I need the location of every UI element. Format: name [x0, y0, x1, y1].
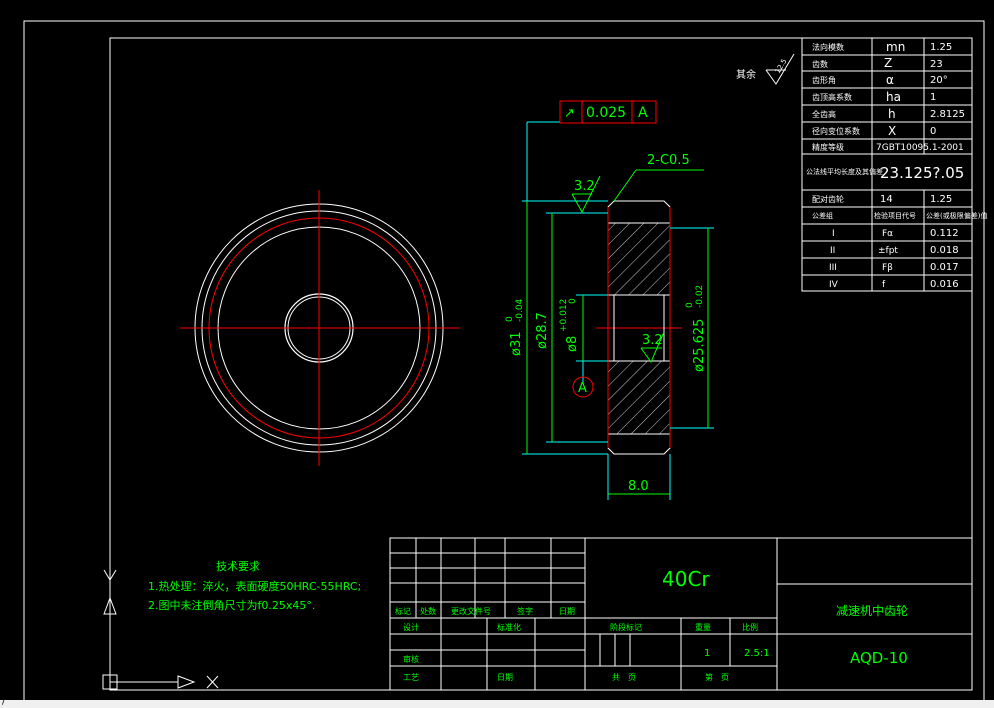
tb-total: 共 页 [612, 673, 636, 682]
tb-weight-value: 1 [704, 648, 710, 659]
param-symbol-5: X [888, 124, 896, 138]
material: 40Cr [662, 567, 710, 591]
check-header-group: 公差组 [812, 211, 833, 220]
check-item-2: Fβ [882, 263, 893, 273]
remaining-roughness: 其余 12.5 [736, 53, 795, 85]
tb-scale-value: 2.5:1 [744, 648, 770, 659]
tech-requirements: 技术要求 1.热处理：淬火，表面硬度50HRC-55HRC; 2.图中未注倒角尺… [148, 560, 361, 612]
dim-outer-tol-lower: -0.04 [515, 298, 525, 322]
tb-signature: 签字 [517, 606, 533, 616]
param-symbol-8: 14 [880, 194, 893, 205]
tb-scale: 比例 [742, 622, 758, 632]
param-name-2: 齿形角 [812, 75, 836, 85]
check-group-1: II [830, 246, 835, 256]
tb-date2: 日期 [497, 673, 513, 682]
tb-weight: 重量 [695, 622, 711, 632]
dimension-lines [522, 121, 714, 500]
param-symbol-4: h [888, 107, 896, 121]
param-name-3: 齿顶高系数 [812, 92, 852, 102]
param-name-0: 法向模数 [812, 42, 844, 52]
check-item-3: f [882, 280, 886, 290]
dim-pitch-tol-upper: 0 [685, 302, 695, 308]
dim-outer: ø31 [509, 332, 524, 357]
front-view [180, 190, 460, 466]
chamfer-label: 2-C0.5 [647, 153, 690, 168]
dim-bore: ø8 [565, 336, 580, 352]
check-value-0: 0.112 [930, 228, 959, 239]
svg-text:其余: 其余 [736, 68, 756, 81]
tb-count: 处数 [420, 606, 436, 616]
svg-text:↗: ↗ [564, 106, 575, 121]
param-symbol-0: mn [886, 40, 905, 54]
status-bar: / [0, 697, 994, 708]
param-value-1: 23 [930, 59, 943, 70]
parameter-table [801, 37, 973, 292]
check-group-0: I [832, 229, 835, 239]
svg-text:A: A [638, 105, 648, 121]
param-value-2: 20° [930, 75, 948, 86]
roughness-top: 3.2 [571, 175, 601, 214]
tb-sheet: 第 页 [705, 672, 729, 682]
datum-marker: A [572, 376, 594, 398]
param-symbol-2: α [886, 73, 894, 87]
param-name-7: 公法线平均长度及其偏差 [806, 167, 883, 176]
section-view [596, 200, 682, 455]
svg-text:3.2: 3.2 [642, 333, 663, 348]
param-value-8: 1.25 [930, 194, 952, 205]
dimension-values [526, 201, 709, 495]
dim-bore-tol-lower: 0 [568, 298, 578, 304]
svg-text:3.2: 3.2 [574, 179, 595, 194]
param-value-4: 2.8125 [930, 109, 965, 120]
dim-pitch: ø25.625 [692, 319, 707, 372]
check-item-0: Fα [882, 229, 893, 239]
check-value-2: 0.017 [930, 262, 959, 273]
geometric-tolerance-frame: ↗ 0.025 A [559, 100, 657, 124]
tb-date: 日期 [559, 607, 575, 616]
tb-mark: 标记 [395, 606, 411, 616]
param-value-6: 7GBT10095.1-2001 [876, 143, 964, 153]
tb-process: 工艺 [403, 673, 419, 682]
roughness-bore: 3.2 [640, 331, 665, 364]
ucs-icon [102, 569, 219, 690]
param-name-8: 配对齿轮 [812, 194, 844, 204]
status-text: / [2, 697, 6, 707]
svg-text:0.025: 0.025 [586, 105, 626, 121]
dim-root: ø28.7 [535, 312, 550, 349]
param-name-4: 全齿高 [812, 109, 836, 119]
param-name-5: 径向变位系数 [812, 126, 860, 136]
check-header-value: 公差(或极限偏差)值 [926, 211, 987, 220]
dim-outer-tol-upper: 0 [505, 316, 515, 322]
param-value-7: 23.125?.05 [880, 164, 964, 182]
tech-title: 技术要求 [216, 560, 260, 573]
drawing-number: AQD-10 [850, 649, 908, 667]
dim-width: 8.0 [628, 479, 649, 494]
tb-standardize: 标准化 [497, 622, 521, 632]
dim-bore-tol-upper: +0.012 [559, 299, 569, 332]
param-value-5: 0 [930, 126, 936, 137]
tb-design: 设计 [403, 622, 419, 632]
tb-check: 审核 [403, 654, 419, 664]
tb-stage-mark: 阶段标记 [610, 622, 642, 632]
check-group-3: IV [829, 280, 839, 290]
part-name: 减速机中齿轮 [836, 603, 908, 618]
tb-change-doc: 更改文件号 [451, 606, 491, 616]
param-value-3: 1 [930, 92, 936, 103]
check-value-1: 0.018 [930, 245, 959, 256]
param-name-1: 齿数 [812, 59, 828, 69]
svg-text:A: A [578, 381, 587, 396]
param-symbol-1: Z [884, 56, 892, 70]
check-header-item: 检验项目代号 [874, 211, 916, 220]
check-group-2: III [829, 263, 837, 273]
check-item-1: ±fpt [878, 246, 898, 256]
param-symbol-3: ha [886, 90, 901, 104]
tech-line-2: 2.图中未注倒角尺寸为f0.25x45°. [148, 598, 315, 612]
check-value-3: 0.016 [930, 279, 959, 290]
title-block [389, 537, 973, 691]
param-name-6: 精度等级 [812, 142, 844, 152]
tech-line-1: 1.热处理：淬火，表面硬度50HRC-55HRC; [148, 579, 361, 593]
dim-pitch-tol-lower: -0.02 [695, 285, 705, 308]
param-value-0: 1.25 [930, 42, 952, 53]
